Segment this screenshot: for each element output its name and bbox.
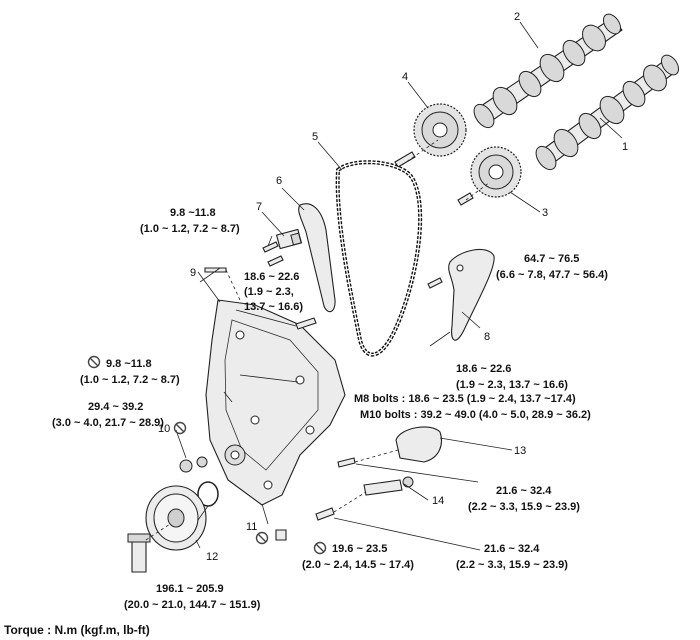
- callout-3: 3: [542, 207, 548, 219]
- callout-7: 7: [256, 201, 262, 213]
- oil-seal-washers: [179, 456, 208, 473]
- callout-12: 12: [206, 551, 218, 563]
- torque-units-note: Torque : N.m (kgf.m, lb-ft): [4, 623, 150, 637]
- callout-5: 5: [312, 131, 318, 143]
- callout-6: 6: [276, 175, 282, 187]
- torque-value: 64.7 ~ 76.5: [524, 253, 579, 265]
- torque-value-alt: (1.0 ~ 1.2, 7.2 ~ 8.7): [80, 374, 180, 386]
- torque-spec-bracket-lower: 21.6 ~ 32.4 (2.2 ~ 3.3, 15.9 ~ 23.9): [456, 543, 568, 571]
- camshaft-sprocket-upper: [413, 103, 467, 157]
- torque-value-alt: (2.0 ~ 2.4, 14.5 ~ 17.4): [302, 559, 414, 571]
- torque-value: 21.6 ~ 32.4: [496, 485, 552, 497]
- torque-spec-cover-upper: 18.6 ~ 22.6 (1.9 ~ 2.3, 13.7 ~ 16.6): [244, 271, 303, 313]
- leader-lines: [145, 21, 623, 551]
- callout-11: 11: [246, 521, 257, 533]
- crankshaft-pulley-bolt: [127, 533, 151, 573]
- torque-value: 18.6 ~ 22.6: [456, 363, 511, 375]
- timing-chain: [335, 160, 423, 357]
- torque-value-alt: (1.9 ~ 2.3,: [244, 286, 294, 298]
- callout-2: 2: [514, 11, 520, 23]
- torque-spec-sprocket: 64.7 ~ 76.5 (6.6 ~ 7.8, 47.7 ~ 56.4): [496, 253, 608, 281]
- timing-chain-cover: [205, 299, 346, 506]
- engine-support-bracket: [395, 426, 442, 463]
- torque-spec-cover-lower: 9.8 ~11.8 (1.0 ~ 1.2, 7.2 ~ 8.7): [80, 358, 180, 386]
- torque-value: 19.6 ~ 23.5: [332, 543, 387, 555]
- tensioner-arm-bolt: [427, 277, 443, 289]
- callout-9: 9: [190, 267, 196, 279]
- idler-stud: [363, 476, 414, 496]
- sprocket-bolt-lower: [457, 192, 474, 206]
- torque-value: 29.4 ~ 39.2: [88, 401, 143, 413]
- torque-spec-idler: 19.6 ~ 23.5 (2.0 ~ 2.4, 14.5 ~ 17.4): [302, 543, 414, 571]
- torque-value: 9.8 ~11.8: [170, 207, 216, 219]
- bracket-bolt-lower: [315, 507, 335, 521]
- torque-spec-tensioner: 9.8 ~11.8 (1.0 ~ 1.2, 7.2 ~ 8.7): [140, 207, 240, 235]
- torque-spec-pulley-bolt: 196.1 ~ 205.9 (20.0 ~ 21.0, 144.7 ~ 151.…: [124, 583, 261, 611]
- m8-bolts-spec: M8 bolts : 18.6 ~ 23.5 (1.9 ~ 2.4, 13.7 …: [354, 393, 576, 405]
- timing-chain-guide: [298, 203, 336, 313]
- bracket-bolt-upper: [337, 457, 356, 468]
- torque-value: 9.8 ~11.8: [106, 358, 152, 370]
- torque-value-alt: (2.2 ~ 3.3, 15.9 ~ 23.9): [468, 501, 580, 513]
- camshaft-upper: [473, 13, 623, 129]
- chain-tensioner-arm: [448, 248, 495, 341]
- sprocket-bolt-upper: [394, 151, 416, 168]
- callout-8: 8: [484, 331, 490, 343]
- do-not-reuse-icon: [255, 531, 269, 545]
- camshaft-lower: [535, 54, 680, 171]
- torque-spec-bracket-upper: 21.6 ~ 32.4 (2.2 ~ 3.3, 15.9 ~ 23.9): [468, 485, 580, 513]
- small-bolt: [275, 529, 287, 541]
- torque-spec-seal: 29.4 ~ 39.2 (3.0 ~ 4.0, 21.7 ~ 28.9): [52, 401, 164, 429]
- torque-value: 21.6 ~ 32.4: [484, 543, 540, 555]
- crankshaft-pulley: [145, 485, 207, 551]
- torque-spec-cover-bolts: M8 bolts : 18.6 ~ 23.5 (1.9 ~ 2.4, 13.7 …: [354, 393, 591, 421]
- torque-value-alt: 13.7 ~ 16.6): [244, 301, 303, 313]
- callout-14: 14: [432, 495, 444, 507]
- callout-10: 10: [158, 423, 170, 435]
- torque-value-alt: (20.0 ~ 21.0, 144.7 ~ 151.9): [124, 599, 261, 611]
- torque-spec-arm: 18.6 ~ 22.6 (1.9 ~ 2.3, 13.7 ~ 16.6): [456, 363, 568, 391]
- tensioner-bolts: [262, 241, 284, 267]
- cover-bolt-9: [204, 267, 227, 273]
- callout-4: 4: [402, 71, 408, 83]
- do-not-reuse-icon: [173, 421, 187, 435]
- torque-value-alt: (1.0 ~ 1.2, 7.2 ~ 8.7): [140, 223, 240, 235]
- do-not-reuse-icon: [313, 541, 327, 555]
- torque-value-alt: (3.0 ~ 4.0, 21.7 ~ 28.9): [52, 417, 164, 429]
- do-not-reuse-icon: [87, 355, 101, 369]
- torque-value-alt: (2.2 ~ 3.3, 15.9 ~ 23.9): [456, 559, 568, 571]
- callout-1: 1: [622, 141, 628, 153]
- cover-bolt-top: [295, 317, 317, 330]
- torque-value-alt: (6.6 ~ 7.8, 47.7 ~ 56.4): [496, 269, 608, 281]
- torque-value: 18.6 ~ 22.6: [244, 271, 299, 283]
- m10-bolts-spec: M10 bolts : 39.2 ~ 49.0 (4.0 ~ 5.0, 28.9…: [360, 409, 591, 421]
- callout-13: 13: [514, 445, 526, 457]
- camshaft-sprocket-lower: [470, 146, 522, 198]
- torque-value: 196.1 ~ 205.9: [156, 583, 224, 595]
- torque-value-alt: (1.9 ~ 2.3, 13.7 ~ 16.6): [456, 379, 568, 391]
